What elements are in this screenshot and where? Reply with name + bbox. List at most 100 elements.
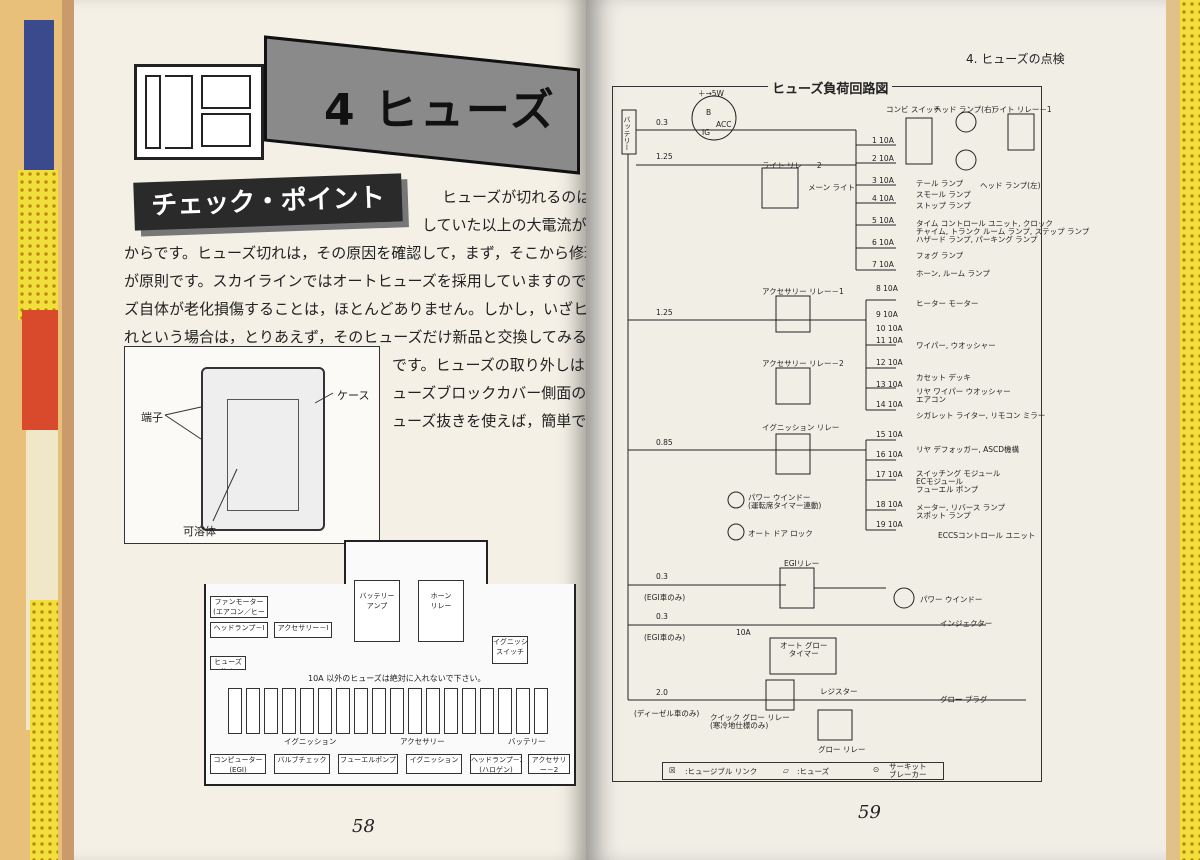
decor-stripe xyxy=(22,310,58,430)
accessory1-slot: アクセサリー－Ⅰ xyxy=(274,622,332,638)
fuse-slot xyxy=(354,688,368,734)
fuse-label: 2 10A xyxy=(872,154,894,163)
fuse-illustration: ケース 端子 可溶体 xyxy=(124,346,380,544)
diagram-title: ヒューズ負荷回路図 xyxy=(768,78,893,97)
ignition-slot: イグニッション xyxy=(406,754,462,774)
circuit-label: ライト リレー－1 xyxy=(992,105,1052,114)
fuse-slot xyxy=(282,688,296,734)
link-label: 0.3 xyxy=(656,118,668,127)
fuel-pump-slot: フューエルポンプ xyxy=(338,754,398,774)
body-text-line: ヒューズが切れるのは，予 xyxy=(442,188,622,206)
battery-label: バッテリー xyxy=(623,116,631,151)
fuse-label: 4 10A xyxy=(872,194,894,203)
fuse-slot xyxy=(498,688,512,734)
circuit-label: テール ランプ スモール ランプ xyxy=(916,179,971,199)
fuse-label: 6 10A xyxy=(872,238,894,247)
case-label: ケース xyxy=(337,389,370,402)
fuse-label: 17 10A xyxy=(876,470,903,479)
fuse-icon xyxy=(134,64,264,160)
circuit-label: メーン ライト xyxy=(808,183,856,192)
body-text-line: れという場合は，とりあえず，そのヒューズだけ新品と交換してみるのが得 xyxy=(124,328,633,346)
fuse-label: 8 10A xyxy=(876,284,898,293)
fuse-block-diagram: ファンモーター(エアコン／ヒーター) ヘッドランプ－Ⅰ アクセサリー－Ⅰ ヒュー… xyxy=(204,540,576,790)
computer-slot: コンピューター(EGI) xyxy=(210,754,266,774)
left-background xyxy=(0,0,62,860)
headlamp2-slot: ヘッドランプ－2 (ハロゲン) xyxy=(470,754,522,774)
fuse-label: 7 10A xyxy=(872,260,894,269)
right-page: 4. ヒューズの点検 ヒューズ負荷回路図 xyxy=(586,0,1166,860)
fuse-label: 16 10A xyxy=(876,450,903,459)
fuse-label: 13 10A xyxy=(876,380,903,389)
fusible-label: 可溶体 xyxy=(183,525,216,538)
link-label: 1.25 xyxy=(656,308,673,317)
ignition-switch-slot: イグニッション スイッチ xyxy=(492,636,528,664)
fuse-label: 1 10A xyxy=(872,136,894,145)
circuit-label: レジスター xyxy=(820,687,858,696)
fuse-slot xyxy=(534,688,548,734)
fuse-label: 19 10A xyxy=(876,520,903,529)
battery-group-label: バッテリー xyxy=(508,737,546,746)
chapter-title: 4 ヒューズ xyxy=(324,85,556,136)
body-text-line: が原則です。スカイラインではオートヒューズを採用していますので，ヒュ xyxy=(124,272,631,290)
circuit-label: インジェクター xyxy=(940,619,993,628)
accessory2-slot: アクセサリー－2 xyxy=(528,754,570,774)
ignition-group-label: イグニッション xyxy=(284,737,337,746)
right-background xyxy=(1160,0,1200,860)
fuse-label: 14 10A xyxy=(876,400,903,409)
link-label: 0.3 xyxy=(656,572,668,581)
circuit-label: グロー リレー xyxy=(818,745,866,754)
battery-amp-slot: バッテリー アンプ xyxy=(354,580,400,642)
switch-b: B xyxy=(706,108,712,117)
fuse-slot xyxy=(390,688,404,734)
body-text-line: からです。ヒューズ切れは，その原因を確認して，まず，そこから修理する xyxy=(124,244,630,262)
switch-voltage: ＋→5W xyxy=(698,89,724,98)
circuit-label: タイム コントロール ユニット, クロック チャイム, トランク ルーム ランプ… xyxy=(916,219,1090,244)
fuse-slot xyxy=(462,688,476,734)
fusible-link-icon: ☒ xyxy=(669,766,676,775)
circuit-label: ECCSコントロール ユニット xyxy=(938,531,1036,540)
circuit-label: フォグ ランプ xyxy=(916,251,964,260)
fuse-label: 12 10A xyxy=(876,358,903,367)
circuit-label: リヤ デフォッガー, ASCD機構 xyxy=(916,445,1020,454)
link-label: 0.3 xyxy=(656,612,668,621)
page-number: 59 xyxy=(858,802,881,823)
fuse-slot xyxy=(480,688,494,734)
valve-check-slot: バルブチェック xyxy=(274,754,330,774)
body-text-line: です。ヒューズの取り外しは， xyxy=(392,356,600,374)
running-header: 4. ヒューズの点検 xyxy=(966,52,1065,66)
circuit-label: ヘッド ランプ(左) xyxy=(980,181,1041,190)
circuit-label: EGIリレー xyxy=(784,559,820,568)
circuit-label: ヘッド ランプ(右) xyxy=(934,105,995,114)
circuit-label: ライト リレー－2 xyxy=(762,161,822,170)
auto-fuse-drawing xyxy=(201,367,325,531)
circuit-label: アクセサリー リレー－1 xyxy=(762,287,844,296)
body-text-line: ズ自体が老化損傷することは，ほとんどありません。しかし，いざヒュー xyxy=(124,300,619,318)
circuit-label: ワイパー, ウオッシャー xyxy=(916,341,996,350)
circuit-label: クイック グロー リレー (寒冷地仕様のみ) xyxy=(710,713,790,730)
fuse-slot xyxy=(336,688,350,734)
fuse-slot xyxy=(318,688,332,734)
link-note: (EGI車のみ) xyxy=(644,593,686,602)
circuit-label: リヤ ワイパー ウオッシャー エアコン xyxy=(916,387,1011,404)
leader-lines xyxy=(164,392,334,522)
circuit-label: スイッチング モジュール ECモジュール フューエル ポンプ xyxy=(916,469,1001,494)
fuse-slot xyxy=(444,688,458,734)
fuse-label: 3 10A xyxy=(872,176,894,185)
circuit-label: ヒーター モーター xyxy=(916,299,979,308)
fuse-warning: 10A 以外のヒューズは絶対に入れないで下さい。 xyxy=(308,674,486,683)
circuit-label: ホーン, ルーム ランプ xyxy=(916,269,990,278)
legend-breaker: サーキット ブレーカー xyxy=(889,762,927,779)
link-label: 2.0 xyxy=(656,688,668,697)
decor-stripe xyxy=(30,600,58,860)
accessory-group-label: アクセサリー xyxy=(400,737,445,746)
circuit-label: アクセサリー リレー－2 xyxy=(762,359,844,368)
fuse-icon: ▱ xyxy=(783,766,789,775)
link-note: (ディーゼル車のみ) xyxy=(634,709,700,718)
circuit-label: メーター, リバース ランプ スポット ランプ xyxy=(916,503,1006,520)
legend-fusible-link: :ヒュージブル リンク xyxy=(685,767,758,776)
circuit-label: グロー プラグ xyxy=(940,695,988,704)
horn-relay-slot: ホーン リレー xyxy=(418,580,464,642)
terminal-label: 端子 xyxy=(141,411,163,424)
fuse-label: 18 10A xyxy=(876,500,903,509)
fuse-slot xyxy=(516,688,530,734)
